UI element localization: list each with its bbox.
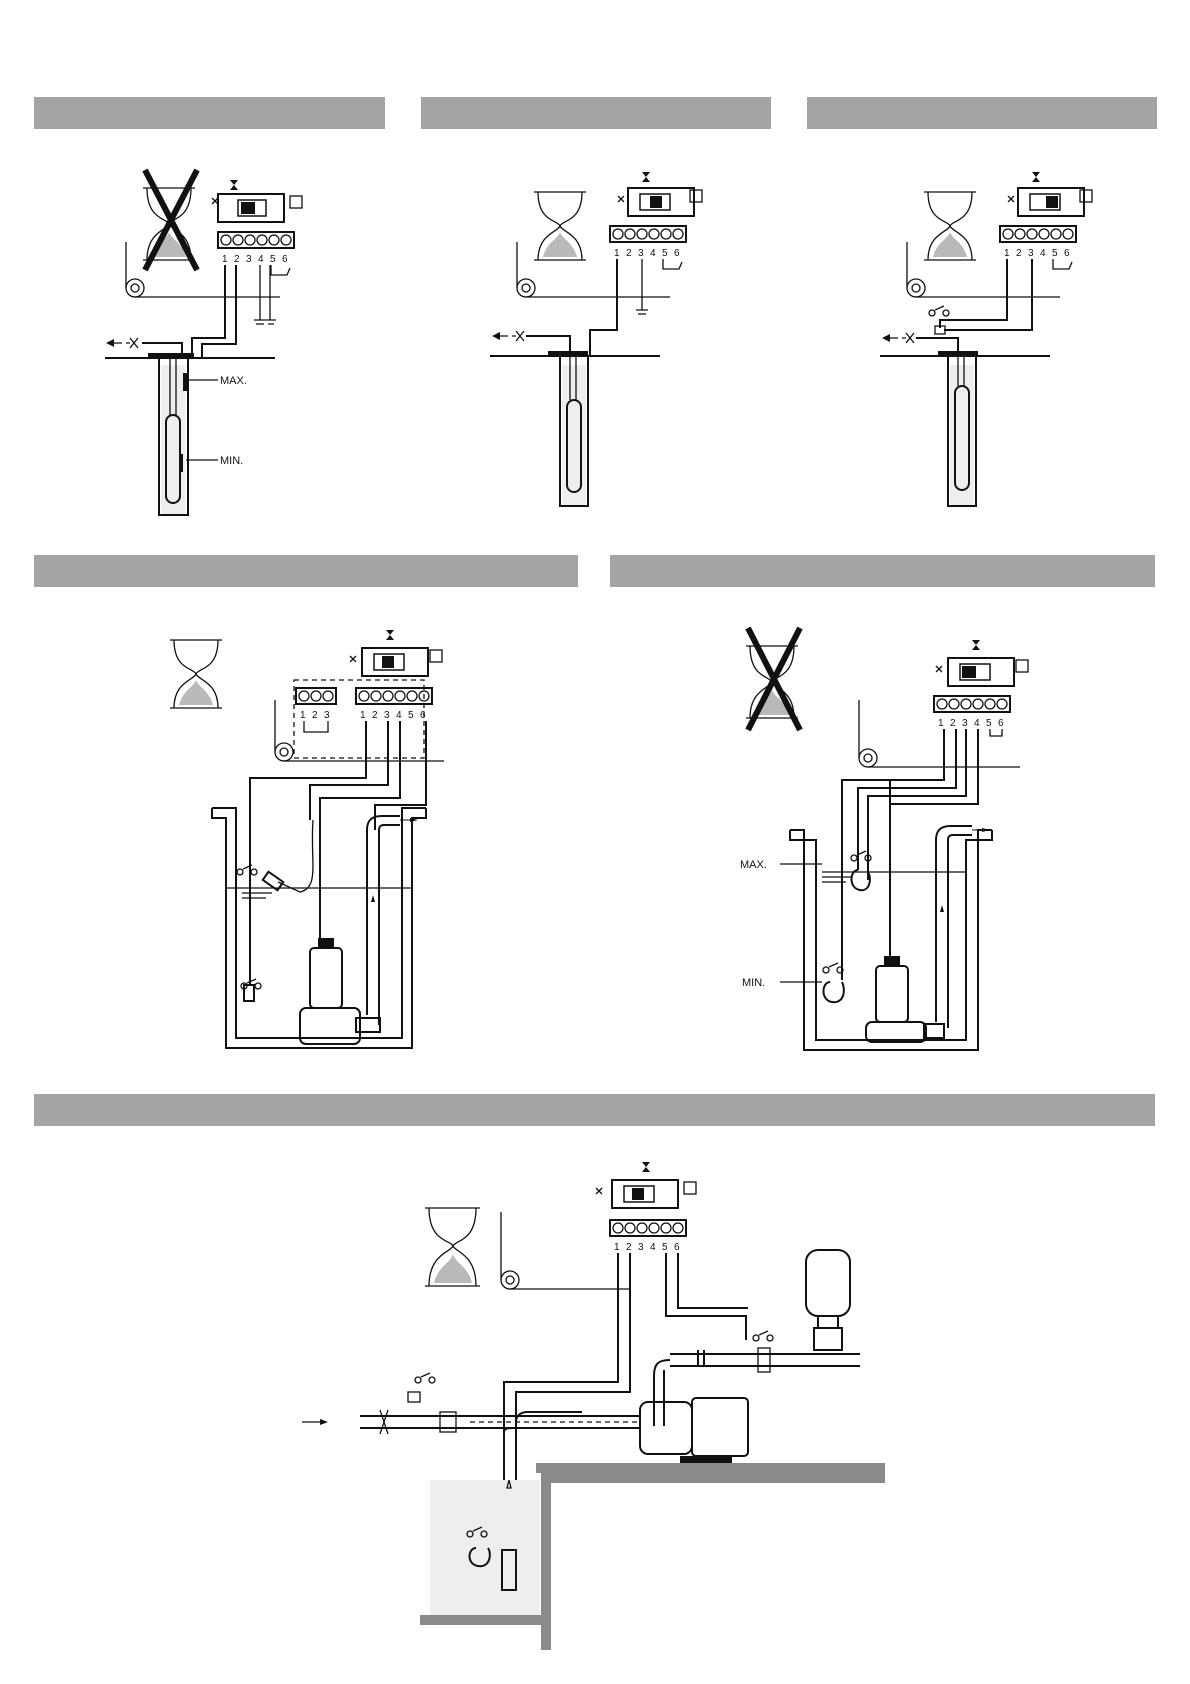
pump-icon (866, 780, 944, 1042)
terminal-strip: 1 2 3 4 5 6 (1000, 226, 1076, 269)
control-box (212, 180, 302, 222)
terminal-3: 3 (962, 718, 968, 729)
terminal-3: 3 (638, 248, 644, 259)
terminal-4: 4 (650, 1242, 656, 1253)
min-level-label: MIN. (742, 977, 765, 989)
terminal-4: 4 (396, 710, 402, 721)
terminal-1: 1 (938, 718, 944, 729)
terminal-1: 1 (222, 254, 228, 265)
terminal-strip: 1 2 3 4 5 6 (934, 696, 1010, 736)
max-level-label: MAX. (220, 375, 247, 387)
terminal-2: 2 (626, 248, 632, 259)
terminal-5: 5 (662, 1242, 668, 1253)
terminal-5: 5 (408, 710, 414, 721)
diagram-surface-pump: 1 2 3 4 5 6 (300, 1150, 880, 1630)
section-bar-4 (34, 555, 578, 587)
terminal-2: 2 (626, 1242, 632, 1253)
terminal-5: 5 (270, 254, 276, 265)
diagram-well-timer: 1 2 3 4 5 6 (490, 160, 730, 520)
float-switch-upper (237, 820, 313, 892)
diagram-sump-floats: 1 2 3 1 2 3 4 5 6 (160, 620, 480, 1050)
cable-reel-icon (517, 242, 670, 297)
terminal-5: 5 (1052, 248, 1058, 259)
terminal-strip: 1 2 3 4 5 6 (356, 688, 432, 721)
hourglass-icon (170, 640, 222, 708)
terminal-6: 6 (674, 248, 680, 259)
terminal-6: 6 (420, 710, 426, 721)
control-box (1008, 172, 1092, 216)
terminal-2: 2 (1016, 248, 1022, 259)
terminal-6: 6 (282, 254, 288, 265)
terminal-5: 5 (662, 248, 668, 259)
terminal-3: 3 (246, 254, 252, 265)
terminal-3: 3 (384, 710, 390, 721)
hourglass-icon (924, 192, 976, 260)
section-bar-6 (34, 1094, 1155, 1126)
control-box (350, 630, 442, 676)
diagram-sump-level-floats: 1 2 3 4 5 6 MAX. MIN. (740, 620, 1060, 1050)
pressure-tank-icon (806, 1250, 850, 1350)
terminal-2: 2 (234, 254, 240, 265)
terminal-1: 1 (360, 710, 366, 721)
control-box (936, 640, 1028, 686)
cable-reel-icon (126, 242, 280, 297)
float-switch-min (823, 963, 844, 1002)
crossed-hourglass-icon (746, 628, 800, 730)
control-box (618, 172, 702, 216)
float-switch-surface (408, 1373, 435, 1402)
aux-terminal-strip: 1 2 3 (296, 688, 336, 732)
aux-terminal-2: 2 (312, 710, 318, 721)
terminal-4: 4 (258, 254, 264, 265)
terminal-4: 4 (1040, 248, 1046, 259)
cable-reel-icon (859, 700, 1020, 767)
terminal-1: 1 (614, 1242, 620, 1253)
cable-reel-icon (907, 242, 1060, 297)
terminal-3: 3 (638, 1242, 644, 1253)
control-box (596, 1162, 696, 1208)
terminal-1: 1 (614, 248, 620, 259)
terminal-strip: 1 2 3 4 5 6 (610, 226, 686, 314)
terminal-4: 4 (974, 718, 980, 729)
terminal-5: 5 (986, 718, 992, 729)
hourglass-icon (534, 192, 586, 260)
diagram-well-probes: 1 2 3 4 5 6 MAX. MIN. (100, 160, 340, 520)
section-bar-5 (610, 555, 1155, 587)
terminal-strip: 1 2 3 4 5 6 (218, 232, 294, 324)
section-bar-2 (421, 97, 771, 129)
terminal-6: 6 (1064, 248, 1070, 259)
terminal-3: 3 (1028, 248, 1034, 259)
terminal-6: 6 (674, 1242, 680, 1253)
pump-icon (640, 1398, 748, 1468)
section-bar-1 (34, 97, 385, 129)
aux-terminal-3: 3 (324, 710, 330, 721)
max-level-label: MAX. (740, 859, 767, 871)
terminal-4: 4 (650, 248, 656, 259)
aux-terminal-1: 1 (300, 710, 306, 721)
min-level-label: MIN. (220, 455, 243, 467)
terminal-strip: 1 2 3 4 5 6 (610, 1220, 686, 1253)
section-bar-3 (807, 97, 1157, 129)
terminal-2: 2 (372, 710, 378, 721)
hourglass-icon (425, 1208, 480, 1286)
crossed-hourglass-icon (143, 170, 197, 270)
terminal-2: 2 (950, 718, 956, 729)
terminal-6: 6 (998, 718, 1004, 729)
diagram-well-pressure-switch: 1 2 3 4 5 6 (880, 160, 1120, 520)
terminal-1: 1 (1004, 248, 1010, 259)
